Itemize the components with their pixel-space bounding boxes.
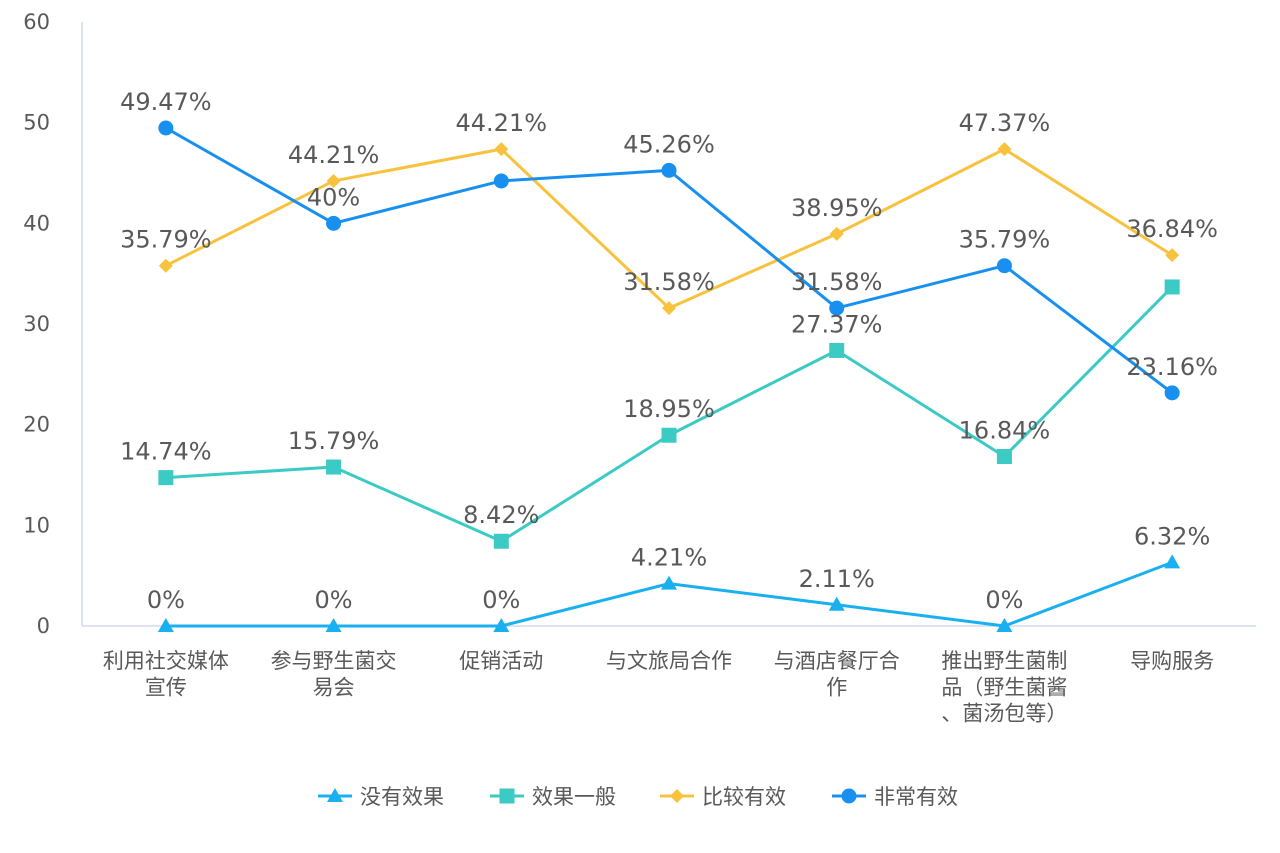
data-label: 6.32% [1134, 522, 1210, 550]
x-category-label-line: 、菌汤包等） [941, 702, 1067, 726]
chart-legend: 没有效果 效果一般 比较有效 非常有效 [318, 785, 958, 809]
x-category-label: 与酒店餐厅合作 [774, 649, 900, 699]
data-point-marker [1164, 279, 1180, 295]
x-category-label-line: 易会 [313, 675, 355, 699]
y-tick-label: 0 [37, 614, 50, 638]
data-point-marker [326, 173, 341, 188]
data-point-marker [829, 342, 845, 358]
x-category-label: 促销活动 [459, 649, 543, 673]
data-label: 38.95% [791, 194, 883, 222]
x-category-label-line: 导购服务 [1130, 649, 1214, 673]
legend-label: 效果一般 [532, 785, 616, 809]
data-point-marker [326, 215, 342, 231]
data-label: 0% [482, 586, 520, 614]
data-label: 45.26% [623, 130, 715, 158]
legend-marker [327, 788, 343, 802]
data-label: 27.37% [791, 310, 883, 338]
data-point-marker [493, 618, 510, 632]
chart-markers [157, 120, 1181, 632]
data-point-marker [661, 162, 677, 178]
data-label: 31.58% [623, 268, 715, 296]
x-category-label-line: 利用社交媒体 [103, 649, 229, 673]
data-label: 44.21% [456, 109, 548, 137]
x-category-label: 导购服务 [1130, 649, 1214, 673]
legend-label: 非常有效 [874, 785, 958, 809]
x-category-label-line: 推出野生菌制 [941, 649, 1067, 673]
data-point-marker [325, 618, 342, 632]
x-category-label-line: 作 [826, 675, 847, 699]
data-label: 14.74% [120, 438, 212, 466]
data-point-marker [158, 258, 173, 273]
x-category-label-line: 与文旅局合作 [606, 649, 732, 673]
data-label: 23.16% [1126, 353, 1218, 381]
data-point-marker [158, 470, 174, 486]
data-point-marker [661, 427, 677, 443]
y-tick-label: 60 [23, 10, 50, 34]
y-tick-label: 30 [23, 312, 50, 336]
data-point-marker [493, 173, 509, 189]
legend-label: 没有效果 [360, 785, 444, 809]
data-point-marker [662, 301, 676, 316]
legend-marker [841, 788, 857, 804]
x-category-label: 利用社交媒体宣传 [103, 649, 229, 699]
y-tick-label: 50 [23, 111, 50, 135]
y-tick-label: 40 [23, 211, 50, 235]
data-point-marker [996, 448, 1012, 464]
data-label: 4.21% [631, 544, 707, 572]
data-label: 15.79% [288, 427, 380, 455]
legend-label: 比较有效 [702, 785, 786, 809]
x-category-label: 推出野生菌制品（野生菌酱、菌汤包等） [941, 649, 1067, 726]
data-label: 18.95% [623, 395, 715, 423]
data-label: 0% [985, 586, 1023, 614]
data-label: 44.21% [288, 141, 380, 169]
data-label: 49.47% [120, 88, 212, 116]
data-label: 35.79% [120, 226, 212, 254]
data-point-marker [494, 142, 509, 157]
data-label: 47.37% [959, 109, 1051, 137]
data-point-marker [493, 533, 509, 549]
data-label: 8.42% [463, 501, 539, 529]
data-label: 16.84% [959, 416, 1051, 444]
data-point-marker [996, 258, 1012, 274]
data-label: 0% [315, 586, 353, 614]
data-point-marker [157, 618, 174, 632]
data-point-marker [1164, 385, 1180, 401]
data-point-marker [829, 226, 844, 241]
data-point-marker [1164, 554, 1181, 569]
x-category-label: 参与野生菌交易会 [271, 649, 397, 699]
y-tick-label: 10 [23, 513, 50, 537]
data-point-marker [829, 300, 845, 316]
data-point-marker [326, 459, 342, 475]
x-category-label-line: 参与野生菌交 [271, 649, 397, 673]
data-label: 40% [307, 183, 360, 211]
data-label: 2.11% [799, 565, 875, 593]
legend-marker [499, 788, 515, 804]
chart-data-labels: 0% 0% 0% 4.21% 2.11% 0% 6.32% 14.74% 15.79% 8.42%… [120, 88, 1218, 614]
x-category-label-line: 品（野生菌酱 [941, 675, 1067, 699]
legend-marker [670, 789, 684, 803]
data-label: 31.58% [791, 268, 883, 296]
data-point-marker [1165, 248, 1180, 263]
data-point-marker [996, 618, 1013, 632]
data-point-marker [828, 596, 845, 611]
data-point-marker [158, 120, 174, 136]
data-label: 0% [147, 586, 185, 614]
data-label: 35.79% [959, 226, 1051, 254]
x-category-label: 与文旅局合作 [606, 649, 732, 673]
x-category-label-line: 促销活动 [459, 649, 543, 673]
data-label: 36.84% [1126, 215, 1218, 243]
y-tick-label: 20 [23, 413, 50, 437]
x-category-label-line: 与酒店餐厅合 [774, 649, 900, 673]
chart-axes: 0102030405060利用社交媒体宣传参与野生菌交易会促销活动与文旅局合作与… [23, 10, 1256, 726]
x-category-label-line: 宣传 [145, 675, 187, 699]
data-point-marker [997, 142, 1012, 157]
data-point-marker [661, 575, 677, 590]
